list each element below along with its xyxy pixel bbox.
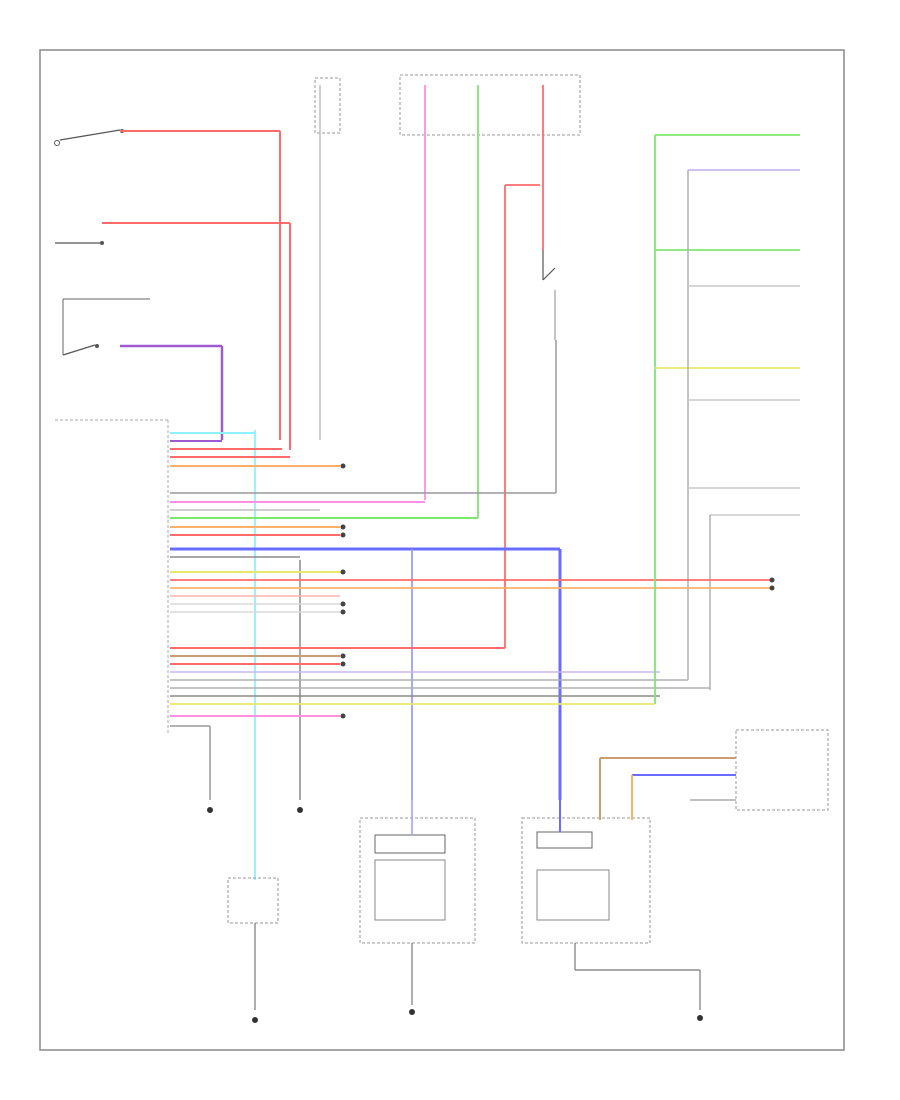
left-rear-door-lock-actuator: [227, 877, 279, 1010]
right-front-door-lock-actuator: [359, 800, 476, 1005]
left-rear-door-switch: [54, 129, 280, 146]
connector-dots: [340, 463, 775, 719]
right-rear-door-switch: [55, 222, 290, 245]
left-front-door-key-cylinder-switch: [599, 729, 829, 820]
right-front-door-switch: [62, 298, 224, 440]
control-module-pins: [55, 340, 770, 800]
right-side-door-switches: [654, 134, 800, 690]
ground-symbols: [207, 807, 703, 1023]
left-front-door-lock-actuator: [521, 800, 701, 1010]
key-switch: [542, 250, 556, 340]
fuse-group-left: [314, 77, 341, 440]
fuse-group-center: [399, 74, 581, 518]
diagram-border: [39, 49, 845, 1051]
